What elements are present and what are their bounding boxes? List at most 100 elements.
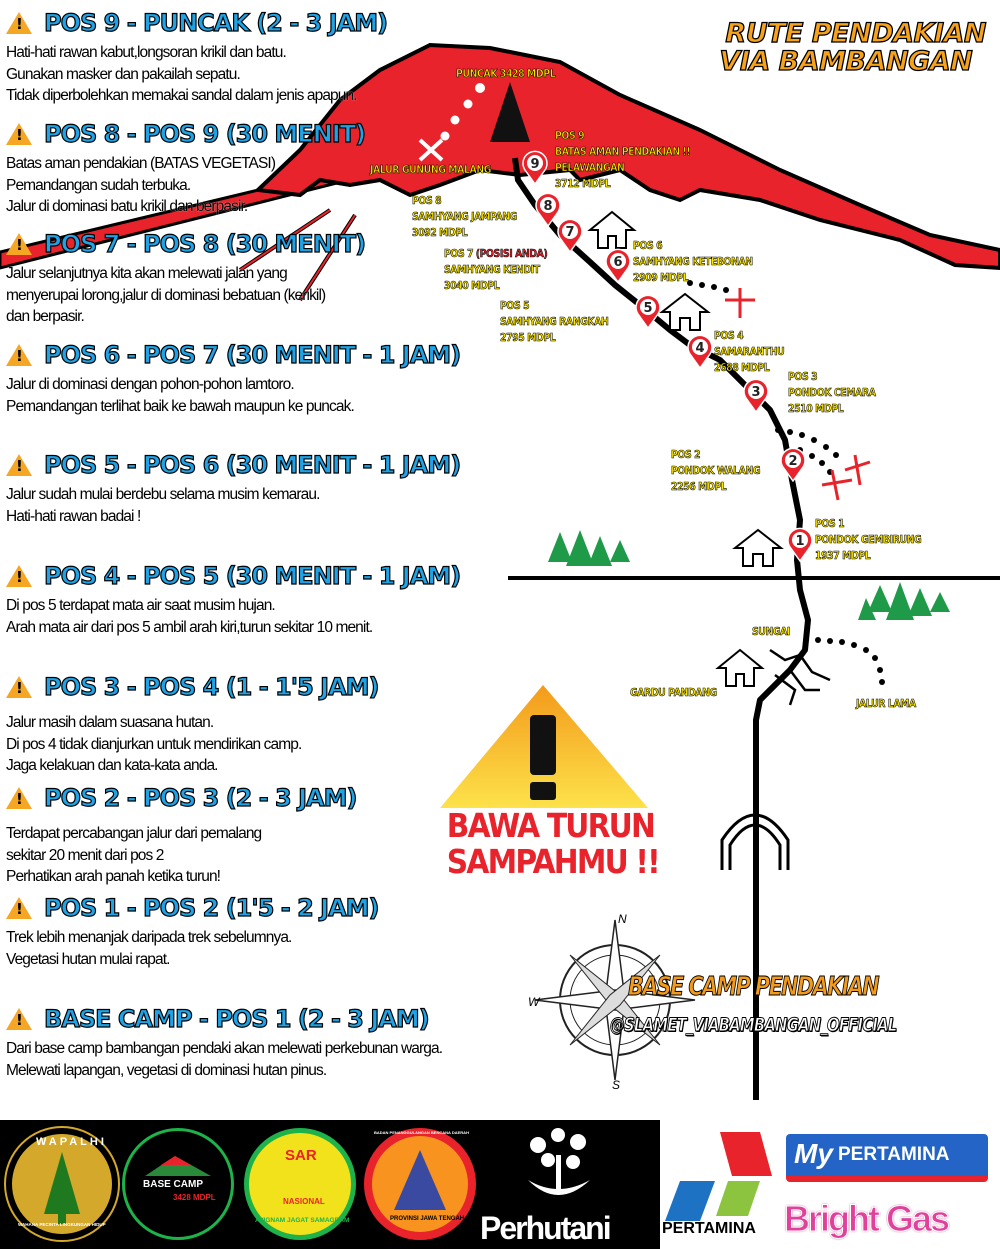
- tree-hand-icon: [528, 1128, 590, 1195]
- warning-icon: [6, 1008, 32, 1030]
- section-line: Terdapat percabangan jalur dari pemalang: [6, 825, 262, 842]
- wapalhi-subtitle: WAHANA PECINTA LINGKUNGAN HIDUP: [18, 1222, 106, 1227]
- section-heading: BASE CAMP - POS 1 (2 - 3 JAM): [6, 1004, 566, 1034]
- pos-label-line: 3092 MDPL: [412, 226, 468, 240]
- summit-triangle-icon: [490, 82, 530, 142]
- route-section: BASE CAMP - POS 1 (2 - 3 JAM)Dari base c…: [6, 1004, 566, 1081]
- section-description: Jalur selanjutnya kita akan melewati jal…: [6, 263, 566, 328]
- section-description: Trek lebih menanjak daripada trek sebelu…: [6, 927, 566, 970]
- compass-west: W: [528, 995, 540, 1009]
- section-line: Gunakan masker dan pakailah sepatu.: [6, 65, 241, 83]
- pos-label-line: 2510 MDPL: [788, 402, 844, 416]
- gardu-pandang-label: GARDU PANDANG: [630, 686, 718, 700]
- section-heading-text: POS 5 - POS 6 (30 MENIT - 1 JAM): [43, 450, 461, 479]
- section-heading: POS 9 - PUNCAK (2 - 3 JAM): [6, 8, 566, 38]
- pos-label-line: POS 5: [500, 299, 530, 313]
- warning-message: BAWA TURUN SAMPAHMU !!: [447, 808, 661, 880]
- pos-label-line: 2909 MDPL: [633, 271, 689, 285]
- pos-marker-pin-icon: 4: [687, 334, 713, 370]
- sungai-label: SUNGAI: [752, 625, 791, 639]
- section-heading: POS 1 - POS 2 (1'5 - 2 JAM): [6, 893, 566, 923]
- warning-icon: [6, 897, 32, 919]
- river: [769, 648, 831, 706]
- compass-south: S: [612, 1078, 621, 1092]
- warning-icon: [6, 676, 32, 698]
- basecamp-handle: @SLAMET_VIABAMBANGAN_OFFICIAL: [610, 1014, 898, 1037]
- route-section: POS 5 - POS 6 (30 MENIT - 1 JAM) Jalur su…: [6, 450, 566, 527]
- warning-icon: [6, 12, 32, 34]
- basecamp-logo: BASE CAMP 3428 MDPL: [122, 1128, 234, 1240]
- pertamina-logo-icon: [665, 1132, 772, 1221]
- branch-trail-dots: [687, 280, 885, 685]
- route-section: POS 9 - PUNCAK (2 - 3 JAM) Hati-hati rawa…: [6, 8, 566, 107]
- section-line: Batas aman pendakian (BATAS VEGETASI): [6, 155, 276, 172]
- sar-nasional-text: NASIONAL: [283, 1197, 325, 1206]
- pos-number: 6: [613, 255, 622, 270]
- pos-number: 1: [795, 534, 804, 549]
- pos-label-line: SAMHYANG KENDIT: [444, 263, 541, 277]
- pos-marker-pin-icon: 3: [743, 378, 769, 414]
- route-section: POS 1 - POS 2 (1'5 - 2 JAM) Trek lebih me…: [6, 893, 566, 970]
- section-line: Melewati lapangan, vegetasi di dominasi …: [6, 1061, 327, 1079]
- pos-marker-pin-icon: 9: [522, 150, 548, 186]
- shelter-icon: [587, 210, 784, 687]
- closed-trail-x-icon: [725, 288, 871, 501]
- pos-label-title: POS 7: [444, 247, 474, 261]
- pos-label-line: 2688 MDPL: [714, 361, 770, 375]
- section-line: Pemandangan sudah terbuka.: [6, 176, 191, 194]
- pertamina-logos: PERTAMINA My PERTAMINA Bright Gas: [660, 1120, 1000, 1249]
- pos-label-line: POS 1: [815, 517, 845, 531]
- pos-marker-pin-icon: 7: [557, 218, 583, 254]
- section-heading-text: BASE CAMP - POS 1 (2 - 3 JAM): [43, 1004, 430, 1033]
- red-crack-fill: [299, 214, 356, 301]
- basecamp-logo-text: BASE CAMP: [143, 1179, 204, 1190]
- section-heading-text: POS 7 - POS 8 (30 MENIT): [43, 229, 366, 258]
- section-line: Jaga kelakuan dan kata-kata anda.: [6, 757, 218, 774]
- section-line: Perhatikan arah panah ketika turun!: [6, 868, 221, 885]
- section-line: dan berpasir.: [6, 308, 85, 325]
- current-position-note: (POSISI ANDA): [475, 247, 548, 261]
- section-line: Di pos 4 tidak dianjurkan untuk mendirik…: [6, 735, 302, 753]
- section-heading: POS 8 - POS 9 (30 MENIT): [6, 119, 566, 149]
- pos-marker-pin-icon: 5: [635, 294, 661, 330]
- section-heading-text: POS 4 - POS 5 (30 MENIT - 1 JAM): [43, 561, 461, 590]
- pos-marker-pin-icon: 1: [787, 527, 813, 563]
- section-line: Pemandangan terlihat baik ke bawah maupu…: [6, 397, 355, 415]
- closed-trail-x-icon: [418, 138, 444, 162]
- bpbd-logo: BADAN PENANGGULANGAN BENCANA DAERAH PROV…: [364, 1128, 476, 1240]
- pos-marker-pin-icon: 6: [605, 248, 631, 284]
- compass-rose-icon: [534, 919, 696, 1081]
- section-line: Trek lebih menanjak daripada trek sebelu…: [6, 929, 292, 946]
- bpbd-text: BADAN PENANGGULANGAN BENCANA DAERAH: [374, 1130, 469, 1135]
- section-line: Jalur masih dalam suasana hutan.: [6, 714, 214, 731]
- route-section: POS 4 - POS 5 (30 MENIT - 1 JAM)Di pos 5…: [6, 561, 566, 638]
- warning-icon: [6, 565, 32, 587]
- pos-marker-pin-icon: 8: [535, 192, 561, 228]
- map-title-line-1: RUTE PENDAKIAN: [725, 18, 987, 49]
- mypertamina-logo: My PERTAMINA: [786, 1134, 988, 1182]
- mountain-shape: [253, 42, 1000, 271]
- section-description: Hati-hati rawan kabut,longsoran krikil d…: [6, 42, 566, 107]
- pertamina-text: PERTAMINA: [662, 1220, 756, 1237]
- pos-label-line: 2256 MDPL: [671, 480, 727, 494]
- sar-logo: SAR NASIONAL AVIGNAM JAGAT SAMAGRAM: [244, 1128, 356, 1240]
- pos-label-line: PONDOK WALANG: [671, 464, 761, 478]
- pos-number: 2: [788, 454, 797, 469]
- pos-number: 7: [565, 225, 574, 240]
- triangle-icon: [394, 1150, 446, 1210]
- sar-text: SAR: [285, 1147, 317, 1164]
- section-line: menyerupai lorong,jalur di dominasi beba…: [6, 286, 326, 304]
- section-heading: POS 6 - POS 7 (30 MENIT - 1 JAM): [6, 340, 566, 370]
- section-description: Jalur di dominasi dengan pohon-pohon lam…: [6, 374, 566, 417]
- compass-north: N: [618, 912, 627, 926]
- pos-label-line: PELAWANGAN: [555, 161, 625, 175]
- section-line: Jalur sudah mulai berdebu selama musim k…: [6, 486, 320, 503]
- pos-marker-pin-icon: 2: [780, 447, 806, 483]
- section-line: Hati-hati rawan badai !: [6, 507, 141, 525]
- section-heading: POS 3 - POS 4 (1 - 1'5 JAM): [6, 672, 566, 702]
- wapalhi-logo: WAPALHI WAHANA PECINTA LINGKUNGAN HIDUP: [6, 1128, 118, 1240]
